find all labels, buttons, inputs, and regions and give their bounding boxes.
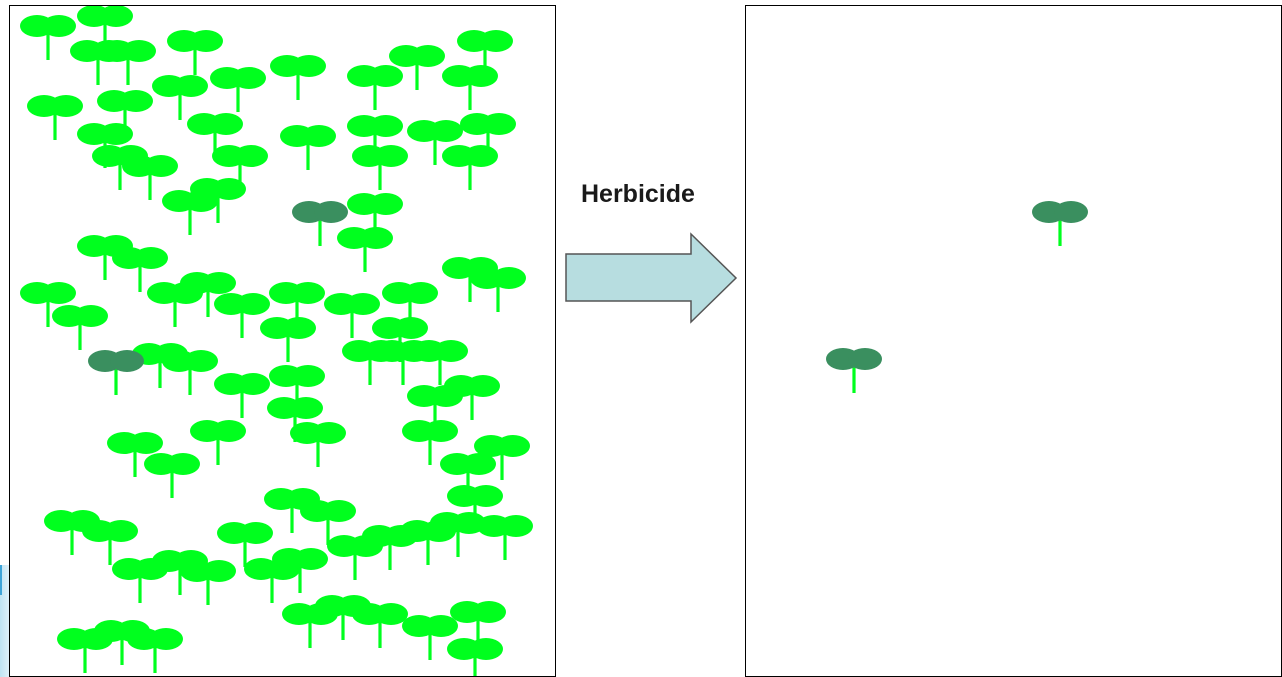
susceptible-seedling <box>450 601 506 646</box>
arrow-icon <box>565 232 738 324</box>
susceptible-seedling <box>180 560 236 605</box>
herbicide-label: Herbicide <box>581 180 695 208</box>
panel-after-herbicide <box>745 5 1282 677</box>
susceptible-seedling <box>210 67 266 112</box>
resistant-seedling <box>292 201 348 246</box>
susceptible-seedling <box>167 30 223 75</box>
susceptible-seedling <box>389 45 445 90</box>
susceptible-seedling <box>272 548 328 593</box>
susceptible-seedling <box>300 500 356 545</box>
susceptible-seedling <box>52 305 108 350</box>
susceptible-seedling <box>269 282 325 327</box>
susceptible-seedling <box>337 227 393 272</box>
susceptible-seedling <box>270 55 326 100</box>
susceptible-seedling <box>324 293 380 338</box>
edge-decoration <box>0 565 9 677</box>
resistant-seedling <box>826 348 882 393</box>
susceptible-seedling <box>402 615 458 660</box>
susceptible-seedling <box>347 115 403 160</box>
susceptible-seedling <box>144 453 200 498</box>
susceptible-seedling <box>162 350 218 395</box>
susceptible-seedling <box>444 375 500 420</box>
susceptible-seedling <box>477 515 533 560</box>
plant-field-after <box>826 201 1088 393</box>
susceptible-seedling <box>260 317 316 362</box>
susceptible-seedling <box>127 628 183 673</box>
susceptible-seedling <box>442 145 498 190</box>
susceptible-seedling <box>77 6 133 50</box>
susceptible-seedling <box>190 420 246 465</box>
susceptible-seedling <box>152 75 208 120</box>
susceptible-seedling <box>82 520 138 565</box>
susceptible-seedling <box>92 145 148 190</box>
susceptible-seedling <box>187 113 243 158</box>
susceptible-seedling <box>122 155 178 200</box>
susceptible-seedling <box>267 397 323 442</box>
plant-field-before <box>20 6 533 676</box>
susceptible-seedling <box>280 125 336 170</box>
susceptible-seedling <box>474 435 530 480</box>
susceptible-seedling <box>470 267 526 312</box>
susceptible-seedling <box>112 247 168 292</box>
panel-before-herbicide <box>9 5 556 677</box>
susceptible-seedling <box>107 432 163 477</box>
susceptible-seedling <box>442 65 498 110</box>
susceptible-seedling <box>97 90 153 135</box>
susceptible-seedling <box>347 193 403 238</box>
susceptible-seedling <box>100 40 156 85</box>
resistant-seedling <box>88 350 144 395</box>
susceptible-seedling <box>352 145 408 190</box>
susceptible-seedling <box>440 453 496 498</box>
susceptible-seedling <box>402 420 458 465</box>
susceptible-seedling <box>180 272 236 317</box>
susceptible-seedling <box>214 293 270 338</box>
susceptible-seedling <box>382 282 438 327</box>
susceptible-seedling <box>214 373 270 418</box>
susceptible-seedling <box>412 340 468 385</box>
susceptible-seedling <box>457 30 513 75</box>
susceptible-seedling <box>347 65 403 110</box>
susceptible-seedling <box>212 145 268 190</box>
susceptible-seedling <box>27 95 83 140</box>
susceptible-seedling <box>447 638 503 676</box>
resistant-seedling <box>1032 201 1088 246</box>
susceptible-seedling <box>352 603 408 648</box>
susceptible-seedling <box>269 365 325 410</box>
susceptible-seedling <box>20 15 76 60</box>
susceptible-seedling <box>407 120 463 165</box>
susceptible-seedling <box>290 422 346 467</box>
susceptible-seedling <box>217 522 273 567</box>
susceptible-seedling <box>20 282 76 327</box>
susceptible-seedling <box>460 113 516 158</box>
susceptible-seedling <box>190 178 246 223</box>
susceptible-seedling <box>44 510 100 555</box>
